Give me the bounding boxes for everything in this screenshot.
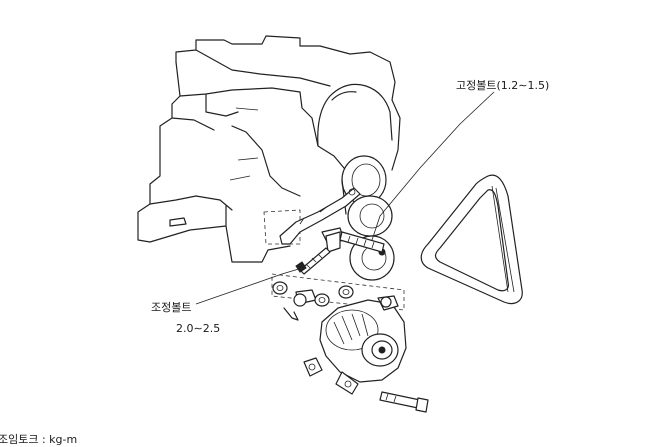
alternator — [303, 295, 407, 395]
adjusting-bracket — [279, 187, 361, 245]
adjusting-bolt-label: 조정볼트 — [151, 301, 192, 314]
adjusting-bolt-torque-value: 2.0∼2.5 — [176, 322, 221, 335]
engine-block — [137, 35, 401, 263]
leader-lines — [195, 91, 495, 305]
mounting-plate-outline — [263, 209, 405, 311]
adjusting-block — [321, 227, 345, 253]
adjusting-bolt — [295, 247, 331, 275]
torque-unit-note: 조임토크 : kg-m — [0, 433, 78, 446]
crankshaft-pulley — [341, 155, 395, 281]
drive-belt — [420, 174, 523, 305]
pivot-bolt — [379, 391, 429, 413]
fixing-bolt-label: 고정볼트(1.2∼1.5) — [456, 79, 550, 92]
small-hardware — [272, 281, 354, 321]
fixing-bolt — [339, 231, 385, 253]
